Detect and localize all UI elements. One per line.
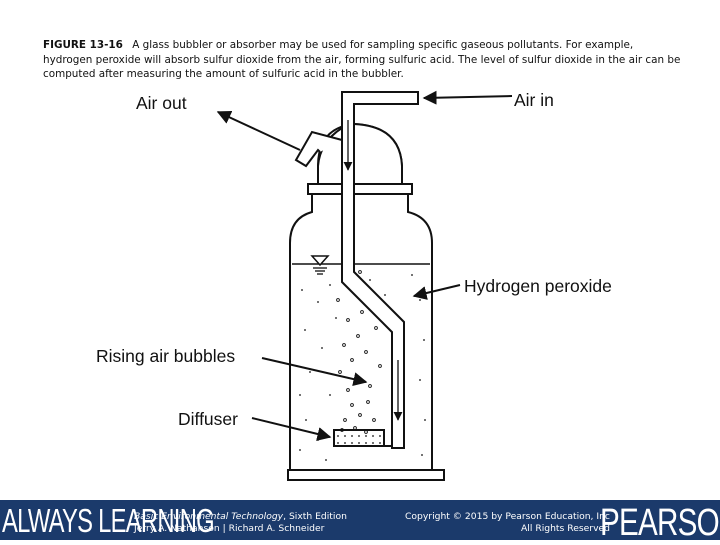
label-hydrogen-peroxide: Hydrogen peroxide (464, 276, 612, 296)
book-authors: Jerry A. Nathanson | Richard A. Schneide… (134, 523, 325, 534)
label-diffuser: Diffuser (178, 409, 238, 429)
book-title: Basic Environmental Technology (134, 511, 284, 522)
hydrogen-peroxide-arrow (412, 284, 461, 300)
hydrogen-peroxide-liquid (299, 274, 426, 461)
bottle-body (289, 193, 433, 471)
pearson-logo: PEARSON (600, 502, 720, 544)
rising-bubbles-arrow (261, 357, 368, 386)
copyright-info: Copyright © 2015 by Pearson Education, I… (388, 511, 610, 535)
figure-caption: FIGURE 13-16 A glass bubbler or absorber… (43, 38, 683, 82)
caption-text: A glass bubbler or absorber may be used … (43, 39, 681, 80)
air-out-arrow (216, 110, 301, 151)
outlet-tube (294, 130, 343, 168)
air-in-arrow (422, 90, 513, 105)
figure-number: FIGURE 13-16 (43, 39, 123, 51)
bottle-collar (307, 183, 413, 195)
water-level-symbol (310, 255, 330, 275)
rights-text: All Rights Reserved (521, 523, 610, 534)
always-learning-logo: ALWAYS LEARNING (2, 502, 215, 539)
book-edition: , Sixth Edition (283, 511, 347, 522)
label-air-in: Air in (514, 90, 554, 110)
label-rising-air-bubbles: Rising air bubbles (96, 346, 235, 366)
base-plate (287, 469, 445, 481)
diffuser-arrow (251, 417, 332, 441)
label-air-out: Air out (136, 93, 187, 113)
footer-bar: ALWAYS LEARNING Basic Environmental Tech… (0, 500, 720, 544)
bubbler-diagram: Air out Air in Hydrogen peroxide Rising … (96, 90, 612, 481)
diffuser-block (333, 429, 385, 447)
footer-band (0, 500, 720, 540)
copyright-text: Copyright © 2015 by Pearson Education, I… (404, 511, 610, 522)
book-info: Basic Environmental Technology, Sixth Ed… (134, 511, 347, 535)
